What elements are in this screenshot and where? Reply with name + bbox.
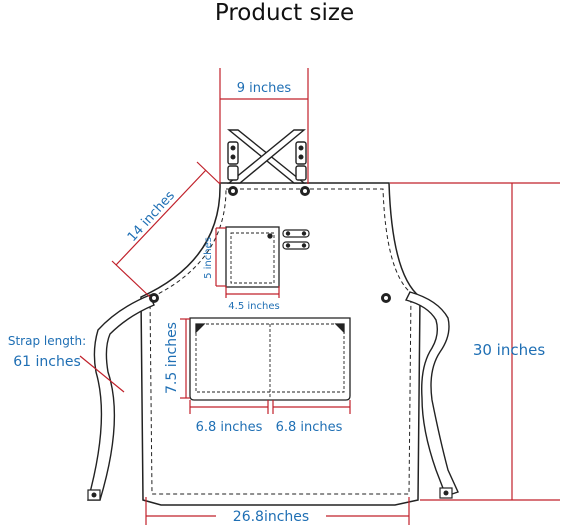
big-pocket	[189, 317, 351, 401]
page-title: Product size	[214, 0, 355, 26]
strap-length-label-line1: Strap length:	[8, 334, 86, 348]
top-width-label: 9 inches	[237, 81, 292, 96]
total-length-label: 30 inches	[473, 341, 546, 359]
pocket-right-width-label: 6.8 inches	[276, 420, 343, 435]
dimension-lines	[79, 68, 560, 525]
neck-straps	[227, 129, 307, 184]
pen-loops	[282, 229, 310, 250]
shoulder-label: 14 inches	[125, 188, 178, 245]
strap-grommets	[87, 293, 453, 501]
pocket-left-width-label: 6.8 inches	[196, 420, 263, 435]
bottom-width-label: 26.8inches	[233, 509, 309, 525]
small-pocket-height-label: 5 inches	[203, 237, 214, 279]
big-pocket-height-label: 7.5 inches	[164, 322, 180, 394]
strap-length-label-line2: 61 inches	[13, 354, 81, 370]
small-pocket-width-label: 4.5 inches	[228, 301, 279, 312]
neck-grommets	[228, 186, 310, 196]
small-pocket	[225, 226, 280, 288]
